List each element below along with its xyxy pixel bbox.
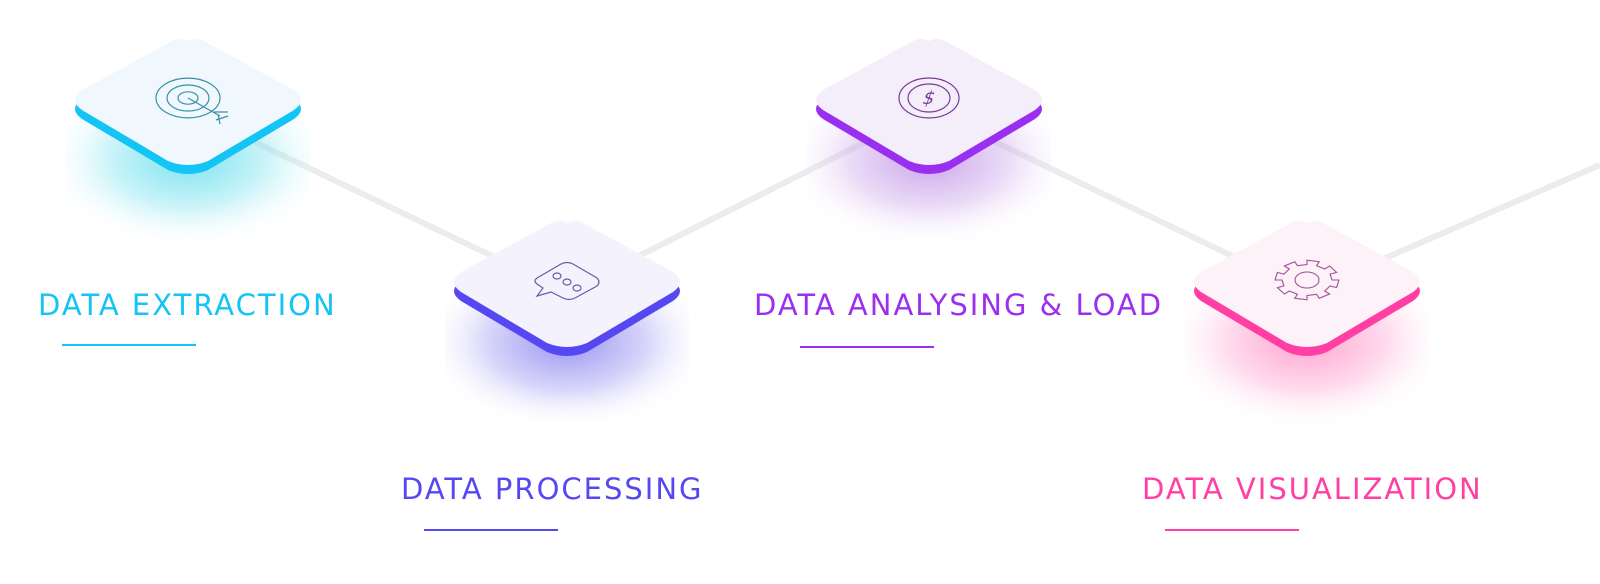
tile-face <box>816 39 1042 165</box>
step-label-processing: DATA PROCESSING <box>401 472 704 506</box>
gear-icon <box>1274 259 1340 301</box>
target-icon <box>155 77 229 125</box>
step-underline-analysing-load <box>800 346 934 348</box>
step-tile: $ <box>807 39 1051 248</box>
step-label-visualization: DATA VISUALIZATION <box>1142 472 1483 506</box>
chat-bubble-icon <box>534 261 600 301</box>
tile-face <box>454 221 680 347</box>
tile-face <box>75 39 301 165</box>
step-label-extraction: DATA EXTRACTION <box>38 288 337 322</box>
dollar-coin-icon: $ <box>898 77 960 119</box>
step-underline-extraction <box>62 344 196 346</box>
step-underline-visualization <box>1165 529 1299 531</box>
step-label-analysing-load: DATA ANALYSING & LOAD <box>754 288 1164 322</box>
step-tile <box>445 221 689 430</box>
step-tile <box>66 39 310 248</box>
step-underline-processing <box>424 529 558 531</box>
tiles: $ <box>66 39 1429 430</box>
tile-face <box>1194 221 1420 347</box>
step-tile <box>1185 221 1429 430</box>
